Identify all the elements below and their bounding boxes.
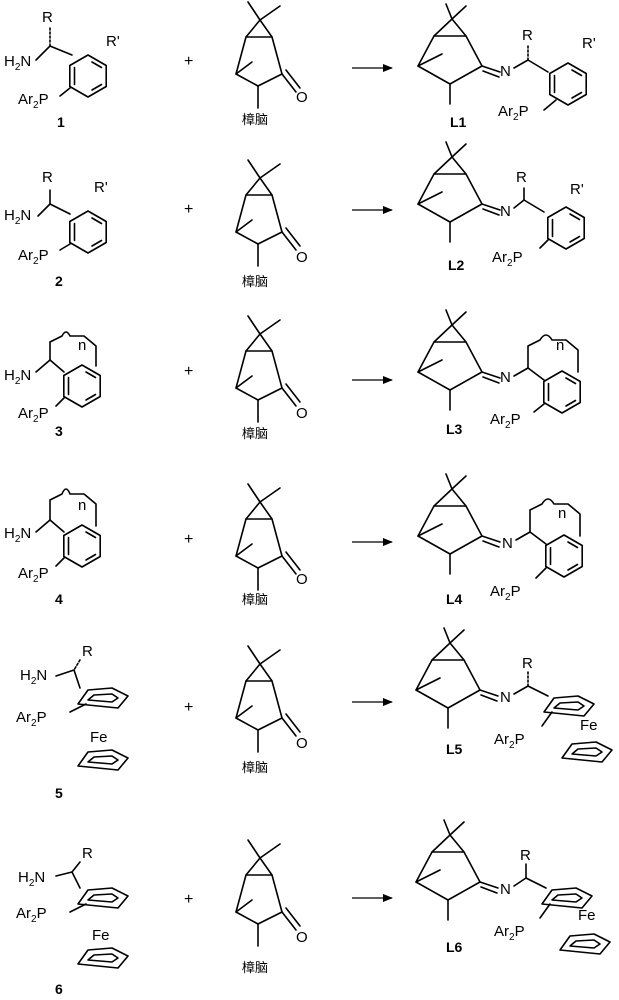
svg-text:N: N <box>500 63 511 80</box>
plus-sign: + <box>184 363 193 380</box>
svg-text:R: R <box>516 169 527 186</box>
camphor-structure: O 樟脑 <box>235 315 308 441</box>
camphor-label: 樟脑 <box>242 760 268 775</box>
svg-text:n: n <box>78 337 86 354</box>
plus-sign: + <box>184 531 193 548</box>
svg-text:O: O <box>296 249 308 266</box>
svg-text:R: R <box>42 169 53 186</box>
ligand-L2-structure: N R R' L2 <box>417 141 586 273</box>
camphor-structure: O 樟脑 <box>235 159 308 289</box>
svg-text:N: N <box>500 881 511 898</box>
svg-text:Fe: Fe <box>578 907 596 924</box>
svg-text:R: R <box>82 643 93 660</box>
svg-text:n: n <box>558 505 566 522</box>
row-2: R R' 2 + O 樟脑 N R R' <box>4 141 586 289</box>
row-4: n 4 + O 樟脑 N n L4 <box>4 473 584 607</box>
plus-sign: + <box>184 53 193 70</box>
row-6: R Fe 6 + O 樟脑 N R <box>16 819 611 997</box>
amine-2-structure: R R' 2 <box>4 169 108 289</box>
ligand-L5-structure: N R Fe L5 <box>415 627 613 763</box>
ligand-label: L2 <box>448 257 465 273</box>
camphor-structure: O 樟脑 <box>235 483 308 607</box>
svg-text:Fe: Fe <box>580 717 598 734</box>
row-1: R R' 1 + O 樟脑 N R R' <box>4 1 596 130</box>
svg-text:O: O <box>296 571 308 588</box>
plus-sign: + <box>184 699 193 716</box>
amine-3-structure: n 3 <box>4 331 101 439</box>
svg-text:R': R' <box>570 181 584 198</box>
amine-4-structure: n 4 <box>4 488 101 607</box>
svg-text:R': R' <box>106 33 120 50</box>
amine-6-structure: R Fe 6 <box>16 845 129 997</box>
compound-number: 5 <box>55 785 63 801</box>
compound-number: 3 <box>55 423 63 439</box>
svg-text:N: N <box>500 689 511 706</box>
amine-5-structure: R Fe 5 <box>16 643 129 801</box>
plus-sign: + <box>184 891 193 908</box>
ligand-L3-structure: N n L3 <box>417 309 582 437</box>
svg-text:n: n <box>556 337 564 354</box>
ligand-label: L3 <box>446 421 463 437</box>
camphor-label: 樟脑 <box>242 274 268 289</box>
ligand-L6-structure: N R Fe L6 <box>415 819 611 955</box>
svg-text:O: O <box>296 405 308 422</box>
amine-1-structure: R R' 1 <box>4 9 120 130</box>
ligand-label: L5 <box>446 741 463 757</box>
svg-text:R: R <box>522 655 533 672</box>
compound-number: 6 <box>55 981 63 997</box>
svg-text:R: R <box>42 9 53 26</box>
ligand-label: L4 <box>446 591 463 607</box>
svg-text:R: R <box>520 847 531 864</box>
camphor-structure: O 樟脑 <box>235 839 308 975</box>
svg-text:N: N <box>502 535 513 552</box>
compound-number: 2 <box>55 273 63 289</box>
svg-text:n: n <box>78 497 86 514</box>
svg-text:R': R' <box>94 179 108 196</box>
svg-text:R: R <box>522 27 533 44</box>
svg-text:Fe: Fe <box>90 729 108 746</box>
svg-text:N: N <box>500 203 511 220</box>
compound-number: 1 <box>57 114 65 130</box>
ligand-label: L1 <box>450 114 467 130</box>
camphor-label: 樟脑 <box>242 112 268 127</box>
svg-text:N: N <box>500 369 511 386</box>
camphor-label: 樟脑 <box>242 960 268 975</box>
ligand-L1-structure: N R R' L1 <box>417 3 596 130</box>
camphor-structure: O 樟脑 <box>235 1 308 127</box>
compound-number: 4 <box>55 591 63 607</box>
svg-text:Fe: Fe <box>92 927 110 944</box>
ligand-label: L6 <box>446 939 463 955</box>
row-5: R Fe 5 + O 樟脑 N R <box>16 627 613 801</box>
svg-text:R: R <box>82 845 93 862</box>
camphor-label: 樟脑 <box>242 592 268 607</box>
svg-text:O: O <box>296 735 308 752</box>
plus-sign: + <box>184 201 193 218</box>
svg-text:R': R' <box>582 35 596 52</box>
ligand-L4-structure: N n L4 <box>417 473 584 607</box>
row-3: n 3 + O 樟脑 N n L3 <box>4 309 582 441</box>
svg-text:O: O <box>296 929 308 946</box>
svg-text:O: O <box>296 89 308 106</box>
camphor-label: 樟脑 <box>242 426 268 441</box>
camphor-structure: O 樟脑 <box>235 645 308 775</box>
